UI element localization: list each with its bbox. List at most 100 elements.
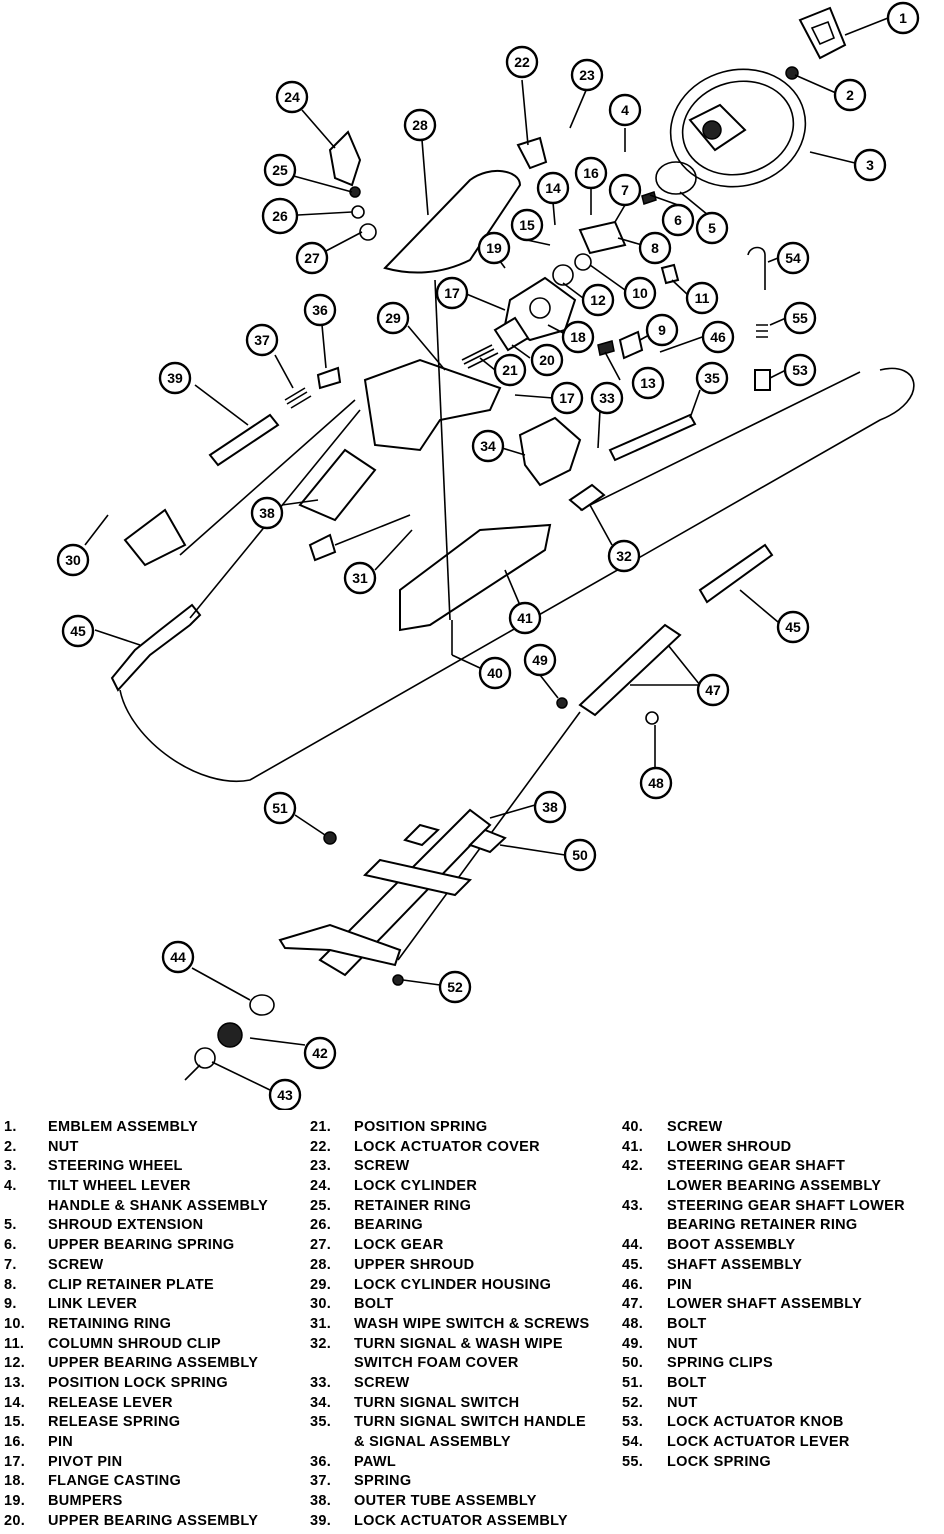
legend-item-label: WASH WIPE SWITCH & SCREWS (354, 1315, 590, 1332)
svg-text:4: 4 (621, 102, 629, 118)
callout-44: 44 (161, 940, 195, 974)
legend-item-label: HANDLE & SHANK ASSEMBLY (48, 1197, 269, 1214)
legend-item-label: STEERING WHEEL (48, 1158, 183, 1175)
legend-item: 20.UPPER BEARING ASSEMBLY (4, 1512, 304, 1532)
legend-item-label: PIN (667, 1276, 693, 1293)
legend-item-number: 24. (310, 1178, 332, 1195)
svg-text:47: 47 (705, 682, 721, 698)
svg-text:20: 20 (539, 352, 555, 368)
legend-item-label: TURN SIGNAL & WASH WIPE (354, 1335, 563, 1352)
flange-hole (529, 297, 551, 319)
legend-item: 46.PIN (622, 1276, 942, 1296)
callout-55: 55 (783, 301, 817, 335)
callout-38b: 38 (533, 790, 567, 824)
lock-actuator-assembly (208, 413, 280, 467)
callout-29: 29 (376, 301, 410, 335)
callout-17b: 17 (550, 381, 584, 415)
legend-item-label: LOCK ACTUATOR ASSEMBLY (354, 1512, 568, 1529)
callout-49: 49 (523, 643, 557, 677)
link-lever (618, 330, 644, 360)
legend-item: 7.SCREW (4, 1256, 304, 1276)
legend-item: 10.RETAINING RING (4, 1315, 304, 1335)
callout-45a: 45 (61, 614, 95, 648)
legend-item: 2.NUT (4, 1138, 304, 1158)
steering-wheel (669, 68, 807, 188)
foam-cover (568, 483, 606, 512)
lock-spring-55 (756, 324, 768, 338)
legend-item-label: RELEASE LEVER (48, 1394, 173, 1411)
lock-cylinder (328, 130, 362, 187)
legend-item-label: BOLT (667, 1315, 707, 1332)
legend-item-number: 2. (4, 1138, 17, 1155)
legend-item-number: 30. (310, 1296, 332, 1313)
legend-item: 32.TURN SIGNAL & WASH WIPE (310, 1335, 620, 1355)
legend-item-number: 44. (622, 1237, 644, 1254)
legend-item: 16.PIN (4, 1433, 304, 1453)
callout-48: 48 (639, 766, 673, 800)
legend-item: 6.UPPER BEARING SPRING (4, 1236, 304, 1256)
legend-item-label: & SIGNAL ASSEMBLY (354, 1434, 511, 1450)
legend-item-label: LOWER BEARING ASSEMBLY (667, 1178, 882, 1195)
svg-text:17: 17 (444, 285, 460, 301)
legend-item-number: 53. (622, 1414, 644, 1431)
callout-51: 51 (263, 791, 297, 825)
legend-item-label: PIN (48, 1434, 74, 1450)
legend-item-label: TURN SIGNAL SWITCH (354, 1394, 520, 1411)
svg-text:14: 14 (545, 180, 561, 196)
legend-item: 44. BOOT ASSEMBLY (622, 1236, 942, 1256)
legend-item-label: LOCK CYLINDER (354, 1178, 478, 1195)
svg-text:7: 7 (621, 182, 629, 198)
legend-item-label: BOOT ASSEMBLY (667, 1237, 796, 1254)
legend-item: 17.PIVOT PIN (4, 1453, 304, 1473)
legend-item-label: LOCK ACTUATOR KNOB (667, 1414, 844, 1431)
callout-40: 40 (478, 656, 512, 690)
legend-item-number: 12. (4, 1355, 26, 1372)
legend-item-number: 50. (622, 1355, 644, 1372)
svg-text:26: 26 (272, 208, 288, 224)
nut-2 (785, 66, 799, 80)
svg-text:15: 15 (519, 217, 535, 233)
callout-15: 15 (510, 208, 544, 242)
callout-50: 50 (563, 838, 597, 872)
lock-actuator-lever (747, 246, 766, 290)
nut-52 (392, 974, 404, 986)
column-tube-top-edge (179, 399, 356, 556)
callout-12: 12 (581, 283, 615, 317)
legend-item-label: EMBLEM ASSEMBLY (48, 1119, 199, 1135)
legend-item-number: 55. (622, 1453, 644, 1470)
legend-item: 53. LOCK ACTUATOR KNOB (622, 1413, 942, 1433)
svg-text:32: 32 (616, 548, 632, 564)
svg-text:6: 6 (674, 212, 682, 228)
callout-41: 41 (508, 601, 542, 635)
legend-item: 29.LOCK CYLINDER HOUSING (310, 1276, 620, 1296)
svg-text:27: 27 (304, 250, 320, 266)
legend-item-label: BOLT (354, 1296, 394, 1313)
legend-item-label: FLANGE CASTING (48, 1473, 182, 1490)
callout-6: 6 (661, 203, 695, 237)
legend-item-label: SCREW (354, 1374, 410, 1391)
legend-item-label: SCREW (667, 1119, 723, 1135)
legend-item-number: 34. (310, 1394, 332, 1411)
svg-text:1: 1 (899, 10, 907, 26)
callout-38a: 38 (250, 496, 284, 530)
legend-item-number: 6. (4, 1237, 17, 1254)
legend-item: HANDLE & SHANK ASSEMBLY (4, 1197, 304, 1217)
svg-text:43: 43 (277, 1087, 293, 1103)
callout-10: 10 (623, 276, 657, 310)
legend-item-number: 47. (622, 1296, 644, 1313)
mount-bracket (278, 923, 402, 967)
svg-text:21: 21 (502, 362, 518, 378)
legend-item-number: 8. (4, 1276, 17, 1293)
turn-signal-switch (518, 416, 582, 487)
upper-bearing-12 (552, 264, 574, 286)
svg-text:12: 12 (590, 292, 606, 308)
svg-text:55: 55 (792, 310, 808, 326)
svg-text:23: 23 (579, 67, 595, 83)
legend-item: 37.SPRING (310, 1472, 620, 1492)
spring-37 (284, 387, 312, 409)
legend-item-label: SHAFT ASSEMBLY (667, 1256, 803, 1273)
lock-actuator-cover (516, 136, 548, 170)
outer-tube-assembly-upper (298, 448, 377, 522)
